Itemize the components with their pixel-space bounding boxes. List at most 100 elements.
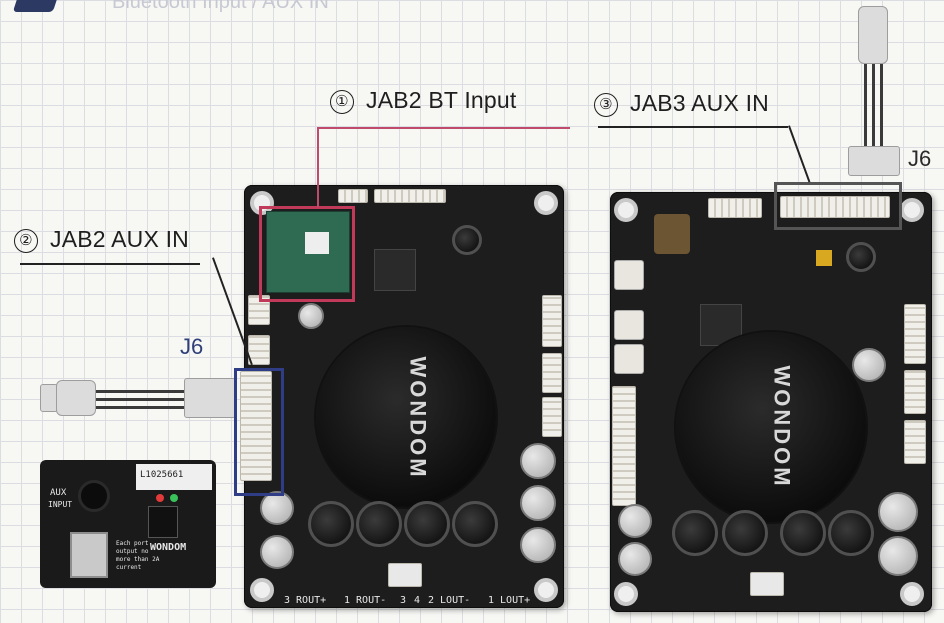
callout-number: ③ (594, 93, 618, 117)
inductor (452, 501, 498, 547)
inductor-small (846, 242, 876, 272)
j6-label-left: J6 (180, 334, 204, 359)
aux-input-label: INPUT (48, 500, 73, 509)
capacitor (878, 536, 918, 576)
connector-left (612, 386, 636, 506)
capacitor (878, 492, 918, 532)
usb-port (70, 532, 108, 578)
connector-j6-left (240, 371, 272, 481)
aux-input-module: AUX INPUT L1025661 Each port output no m… (40, 460, 216, 588)
inductor (780, 510, 826, 556)
capacitor (618, 542, 652, 576)
connector-left (248, 335, 270, 365)
connector-left (248, 295, 270, 325)
aux-label: AUX (50, 488, 67, 498)
callout-line-jab3-aux (598, 126, 788, 128)
cable-wire (96, 398, 186, 401)
silk-lout-minus: 2 LOUT- (428, 595, 471, 606)
silk-lout-plus: 1 LOUT+ (488, 595, 531, 606)
highlight-bt-module (259, 206, 355, 302)
connector-right (904, 420, 926, 464)
j6-label-right: J6 (908, 146, 932, 171)
inductor (308, 501, 354, 547)
potentiometer (614, 310, 644, 340)
usb-note: Each port output no more than 2A current (116, 540, 160, 571)
aux-brand: WONDOM (150, 542, 187, 553)
silk-rout-minus: 1 ROUT- (344, 595, 387, 606)
connector-right (904, 304, 926, 364)
mount-hole (250, 578, 274, 602)
aux-plug-body (56, 380, 96, 416)
callout-line-jab2-aux (20, 263, 200, 265)
inductor-small (452, 225, 482, 255)
callout-line-bt (318, 127, 570, 129)
qr-label (305, 232, 329, 254)
aux-jack-board (654, 214, 690, 254)
connector-j6-right (780, 196, 890, 218)
ic-chip (374, 249, 416, 291)
knob-brand: WONDOM (769, 365, 795, 489)
connector-top (374, 189, 446, 203)
board-jab3: WONDOM (610, 192, 932, 612)
cable-wire (880, 64, 883, 148)
highlight-j6-right (774, 182, 902, 230)
callout-label: JAB3 AUX IN (630, 90, 769, 116)
callout-jab3-aux-in: ③ JAB3 AUX IN (594, 90, 769, 117)
volume-knob (676, 332, 866, 522)
logo-mark (12, 0, 64, 12)
capacitor (852, 348, 886, 382)
page-subtitle: Bluetooth Input / AUX IN (112, 0, 329, 13)
knob-brand: WONDOM (405, 356, 431, 480)
mount-hole (534, 191, 558, 215)
inductor (722, 510, 768, 556)
aux-cable-left (40, 378, 240, 418)
mount-hole (900, 582, 924, 606)
cable-wire (96, 390, 186, 393)
sticker-text: L1025661 (140, 470, 184, 480)
potentiometer (614, 260, 644, 290)
callout-leader-jab3-aux (788, 125, 810, 183)
led-green (170, 494, 178, 502)
aux-cable-right (846, 6, 906, 176)
connector-top (338, 189, 368, 203)
cable-wire (872, 64, 875, 148)
bluetooth-module (266, 211, 350, 293)
inductor (404, 501, 450, 547)
silk-4: 4 (414, 595, 421, 606)
mount-hole (534, 578, 558, 602)
potentiometer (614, 344, 644, 374)
capacitor (520, 443, 556, 479)
button (148, 506, 178, 538)
cable-connector (184, 378, 236, 418)
mount-hole (614, 198, 638, 222)
capacitor (260, 535, 294, 569)
volume-knob (316, 327, 496, 507)
chip-yellow (816, 250, 832, 266)
inductor (828, 510, 874, 556)
callout-leader-bt (317, 127, 319, 207)
power-connector (388, 563, 422, 587)
silk-rout-plus: 3 ROUT+ (284, 595, 327, 606)
board-jab2: WONDOM 3 ROUT+ 1 ROUT- 3 4 2 LOUT- 1 LOU… (240, 185, 564, 608)
connector-right (542, 397, 562, 437)
capacitor (260, 491, 294, 525)
connector-right (542, 295, 562, 347)
connector-right (904, 370, 926, 414)
inductor (672, 510, 718, 556)
cable-connector (848, 146, 900, 176)
inductor (356, 501, 402, 547)
cable-wire (864, 64, 867, 148)
connector-top (708, 198, 762, 218)
led-red (156, 494, 164, 502)
highlight-j6-left (234, 368, 284, 496)
callout-number: ② (14, 229, 38, 253)
capacitor (618, 504, 652, 538)
power-connector (750, 572, 784, 596)
connector-right (542, 353, 562, 393)
cable-wire (96, 406, 186, 409)
callout-number: ① (330, 90, 354, 114)
sticker: L1025661 (136, 464, 212, 490)
silk-3: 3 (400, 595, 407, 606)
